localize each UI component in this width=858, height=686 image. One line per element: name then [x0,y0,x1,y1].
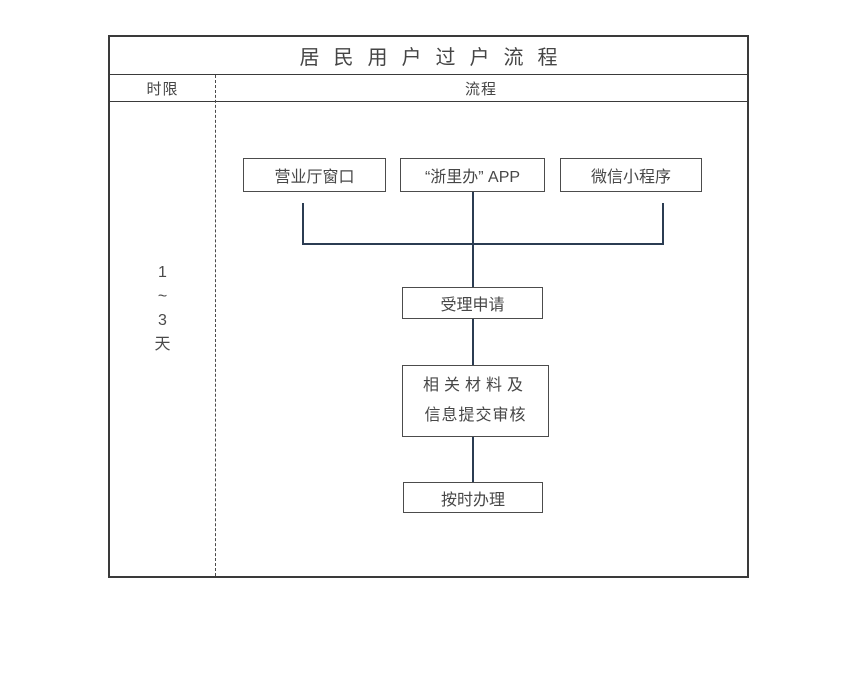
node-service-hall-window: 营业厅窗口 [243,158,386,192]
connector-stub-right [662,203,664,245]
connector-horizontal [302,243,664,245]
node-zheliban-app: “浙里办” APP [400,158,545,192]
connector-center-middle [472,319,474,365]
header-row: 时限 流程 [110,75,747,102]
node-materials-review-line1: 相关材料及 [422,377,528,394]
node-wechat-mini-program: 微信小程序 [560,158,702,192]
page-title: 居民用户过户流程 [299,47,572,69]
column-header-process: 流程 [464,80,497,98]
title-row: 居民用户过户流程 [110,37,747,75]
time-limit-char: 3 [158,312,167,329]
time-limit-text: 1 ~ 3 天 [110,261,215,357]
connector-center-top [472,192,474,287]
node-materials-review: 相关材料及 信息提交审核 [402,365,549,437]
node-timely-processing: 按时办理 [403,482,543,513]
flowchart-frame: 居民用户过户流程 时限 流程 1 ~ 3 天 营业厅窗口 “浙里办” APP 微… [108,35,749,578]
column-divider [215,75,216,576]
node-accept-application: 受理申请 [402,287,543,319]
connector-center-bottom [472,437,474,482]
time-limit-char: 天 [154,336,171,353]
time-limit-char: ~ [157,288,168,305]
node-materials-review-line2: 信息提交审核 [424,407,527,424]
column-header-time-limit: 时限 [146,80,179,98]
connector-stub-left [302,203,304,245]
time-limit-char: 1 [158,264,167,281]
